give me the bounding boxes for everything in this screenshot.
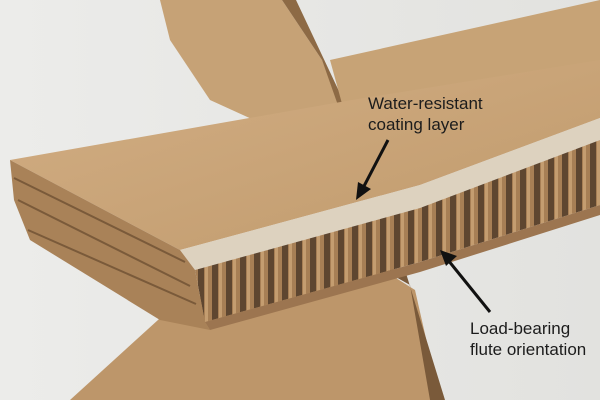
flute-section bbox=[195, 140, 600, 322]
flute-arrow bbox=[446, 259, 492, 313]
lower-panel bbox=[70, 268, 440, 400]
coating-arrowhead bbox=[356, 182, 371, 200]
layer-line bbox=[27, 229, 197, 305]
flute-callout-line2: flute orientation bbox=[470, 340, 587, 359]
lower-panel-edge bbox=[380, 268, 445, 400]
layer-line bbox=[13, 177, 186, 263]
coating-callout: Water-resistant coating layer bbox=[368, 93, 483, 135]
coating-arrow bbox=[360, 139, 390, 191]
coating-layer bbox=[180, 118, 600, 270]
layer-line bbox=[17, 199, 191, 287]
flute-arrowhead bbox=[440, 250, 457, 266]
flute-callout: Load-bearing flute orientation bbox=[470, 318, 586, 360]
flute-callout-line1: Load-bearing bbox=[470, 319, 571, 338]
bottom-liner bbox=[205, 205, 600, 330]
coating-callout-line2: coating layer bbox=[368, 115, 465, 134]
coating-callout-line1: Water-resistant bbox=[368, 94, 483, 113]
shelf-top bbox=[10, 60, 600, 250]
